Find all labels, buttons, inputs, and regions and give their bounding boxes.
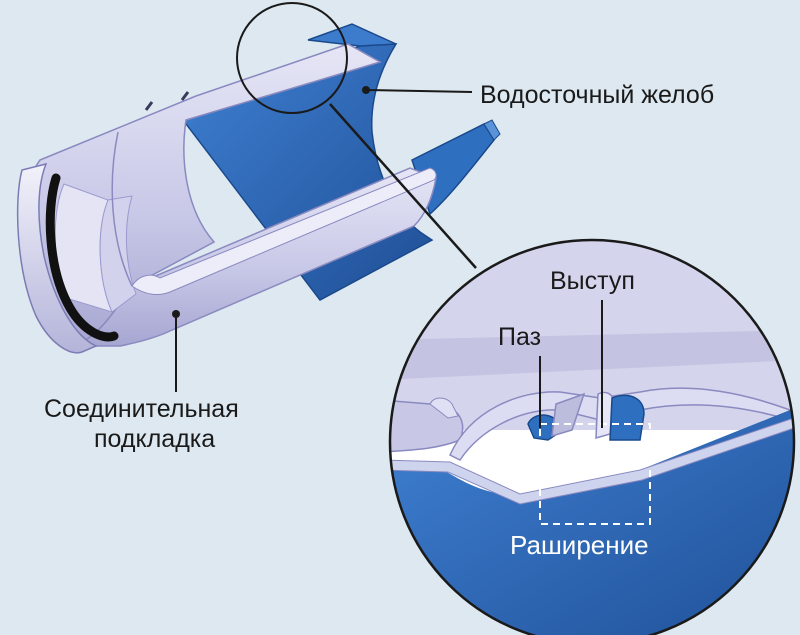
gutter-label: Водосточный желоб <box>480 81 715 109</box>
connector-label-line1: Соединительная <box>44 395 239 423</box>
magnifier-small-circle <box>236 2 348 114</box>
groove-label: Паз <box>498 323 542 351</box>
leader-lines <box>172 86 603 428</box>
expansion-label: Раширение <box>510 530 649 560</box>
connector-label-line2: подкладка <box>94 425 216 453</box>
expansion-box <box>539 423 651 525</box>
connector-body <box>16 43 437 354</box>
magnifier-connector-line <box>329 103 477 269</box>
seal-ring <box>45 173 119 342</box>
protrusion-label: Выступ <box>550 267 635 295</box>
